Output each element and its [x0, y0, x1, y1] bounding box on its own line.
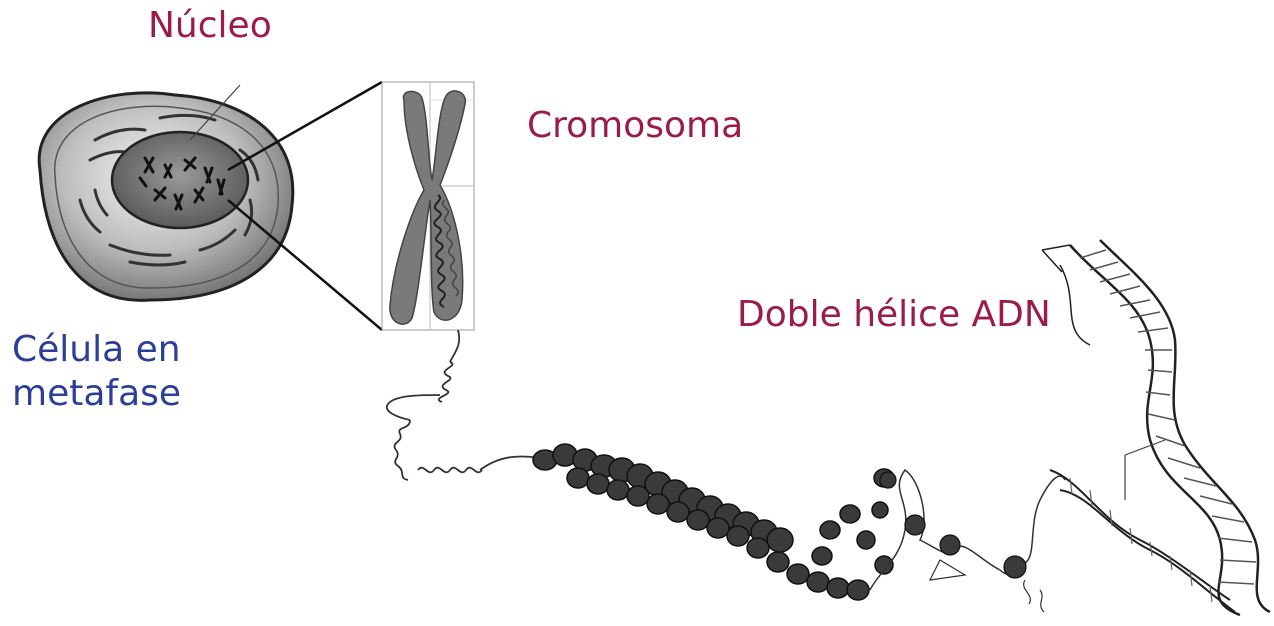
chromosome-panel — [382, 82, 474, 330]
nucleosome-fibre — [533, 444, 894, 600]
cell-label-line2: metafase — [12, 372, 181, 416]
cell-label: Célula en metafase — [12, 328, 181, 416]
nucleus-label: Núcleo — [148, 4, 272, 47]
chromosome-label: Cromosoma — [527, 104, 743, 147]
double-helix — [1042, 240, 1270, 615]
beads-on-string — [870, 470, 1065, 612]
solenoid-fibre — [387, 330, 540, 480]
cell — [39, 85, 293, 300]
nucleus — [112, 132, 248, 228]
cell-label-line1: Célula en — [12, 328, 181, 372]
double-helix-label: Doble hélice ADN — [737, 293, 1051, 336]
